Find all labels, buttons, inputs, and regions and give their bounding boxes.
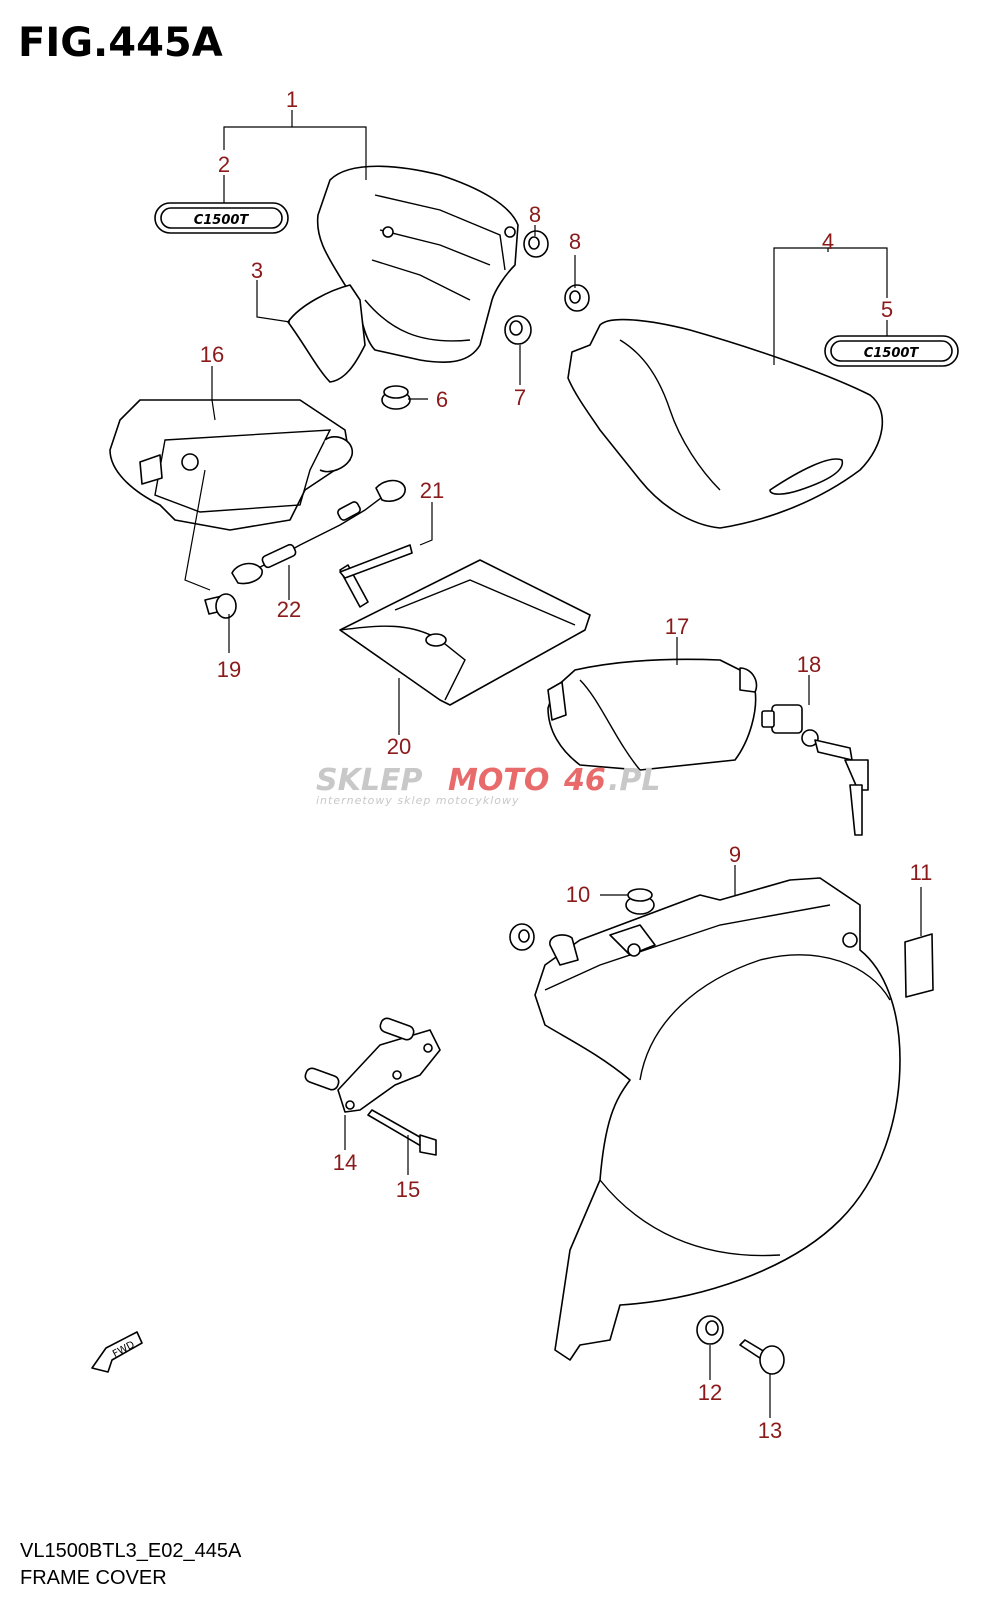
leader-lines xyxy=(184,110,922,1418)
part-17-tool-case[interactable] xyxy=(547,658,758,771)
part-8-grommet-b[interactable] xyxy=(564,284,590,312)
callout-22: 22 xyxy=(277,597,301,622)
model-code: VL1500BTL3_E02_445A xyxy=(20,1540,242,1562)
watermark-46: 46 xyxy=(563,763,606,798)
callout-8b: 8 xyxy=(569,229,581,254)
callout-15: 15 xyxy=(396,1177,420,1202)
part-21-hex-wrench[interactable] xyxy=(339,544,413,608)
callouts: 1 2 3 4 5 6 7 8 8 9 10 11 12 13 14 15 16… xyxy=(200,87,933,1443)
part-19-screw[interactable] xyxy=(204,593,237,619)
figure-title: FIG.445A xyxy=(18,20,223,66)
callout-16: 16 xyxy=(200,342,224,367)
part-7-grommet[interactable] xyxy=(504,315,532,345)
watermark-tagline: internetowy sklep motocyklowy xyxy=(316,794,520,807)
part-4-right-frame-cover[interactable] xyxy=(567,318,884,529)
part-1-left-frame-cover[interactable] xyxy=(316,165,519,363)
callout-18: 18 xyxy=(797,652,821,677)
part-15-bolt[interactable] xyxy=(367,1109,437,1156)
callout-13: 13 xyxy=(758,1418,782,1443)
part-20-tool-bag[interactable] xyxy=(339,559,591,706)
part-18-lock-set[interactable] xyxy=(761,704,869,836)
part-10-grommet-a[interactable] xyxy=(625,888,655,915)
callout-8a: 8 xyxy=(529,202,541,227)
part-12-grommet[interactable] xyxy=(696,1315,724,1345)
callout-4: 4 xyxy=(822,229,834,254)
part-6-grommet[interactable] xyxy=(381,385,411,410)
watermark-pl: .PL xyxy=(608,763,661,798)
figure-caption: FRAME COVER xyxy=(20,1567,167,1589)
callout-21: 21 xyxy=(420,478,444,503)
callout-17: 17 xyxy=(665,614,689,639)
callout-3: 3 xyxy=(251,258,263,283)
watermark-moto: MOTO xyxy=(448,763,549,798)
callout-11: 11 xyxy=(910,860,933,885)
part-2-emblem[interactable]: C1500T xyxy=(154,202,289,234)
watermark-sklep: SKLEP xyxy=(316,763,422,798)
callout-12: 12 xyxy=(698,1380,722,1405)
part-14-bracket[interactable] xyxy=(304,1017,441,1113)
callout-1: 1 xyxy=(286,87,298,112)
callout-14: 14 xyxy=(333,1150,357,1175)
callout-7: 7 xyxy=(514,385,526,410)
part-13-bolt[interactable] xyxy=(739,1339,785,1375)
emblem-text-5: C1500T xyxy=(864,346,920,361)
part-16-tool-tray[interactable] xyxy=(109,399,353,531)
fwd-label: FWD xyxy=(111,1339,137,1360)
part-10-grommet-b[interactable] xyxy=(509,923,535,951)
callout-9: 9 xyxy=(729,842,741,867)
callout-19: 19 xyxy=(217,657,241,682)
part-22-helmet-cable[interactable] xyxy=(231,479,406,585)
part-8-grommet-a[interactable] xyxy=(523,230,549,258)
part-5-emblem[interactable]: C1500T xyxy=(824,335,959,367)
callout-2: 2 xyxy=(218,152,230,177)
fwd-arrow: FWD xyxy=(91,1331,143,1373)
callout-20: 20 xyxy=(387,734,411,759)
emblem-text-2: C1500T xyxy=(194,213,250,228)
callout-5: 5 xyxy=(881,297,893,322)
watermark: SKLEP MOTO 46 .PL internetowy sklep moto… xyxy=(316,763,661,807)
part-9-side-cover[interactable] xyxy=(534,877,901,1361)
callout-10: 10 xyxy=(566,882,590,907)
part-11-label[interactable] xyxy=(904,933,934,998)
callout-6: 6 xyxy=(436,387,448,412)
part-3-cover-piece[interactable] xyxy=(287,284,366,383)
